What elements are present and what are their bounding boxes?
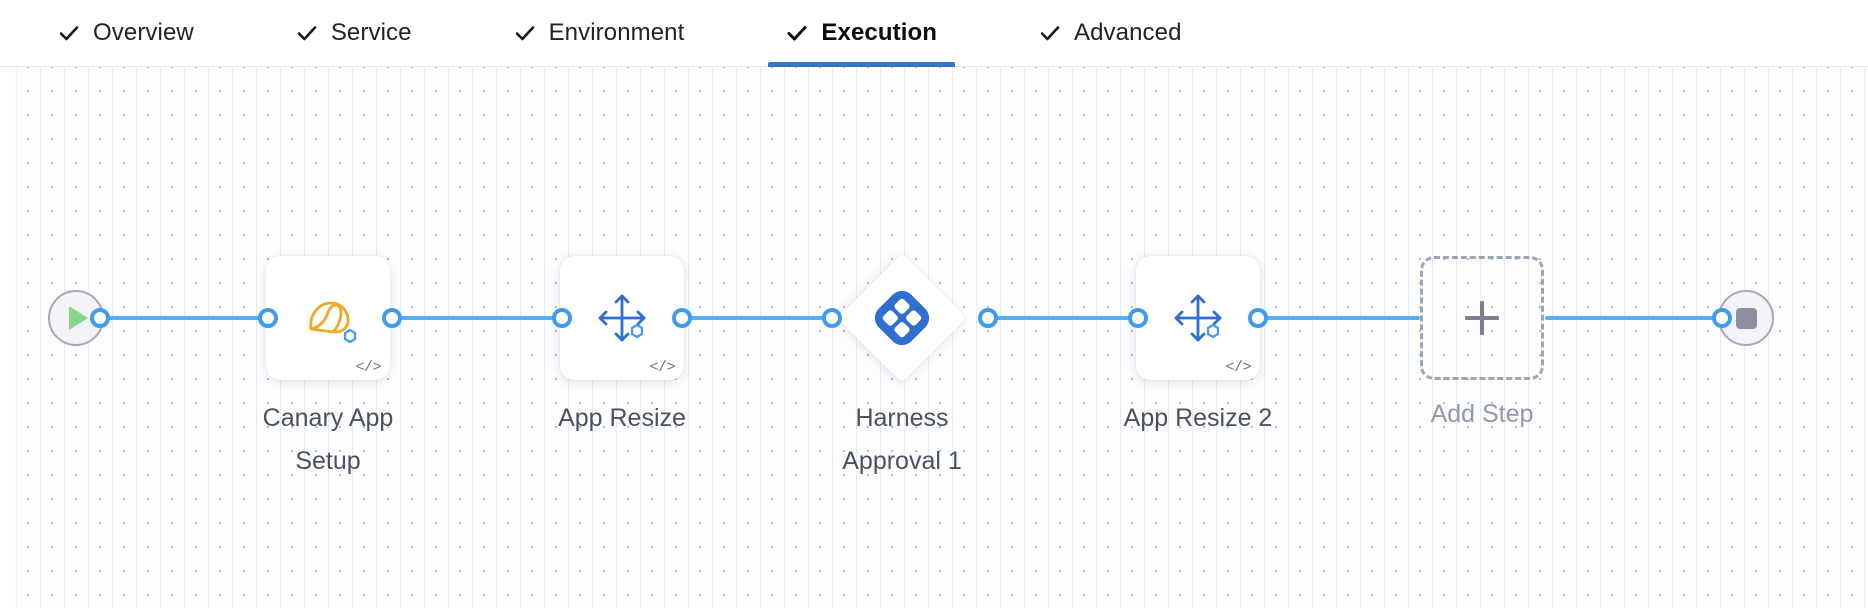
step-card[interactable]: </> (1136, 256, 1260, 380)
add-step-label: Add Step (1430, 400, 1534, 428)
code-badge: </> (1225, 359, 1251, 376)
resize-arrows-icon (592, 288, 652, 348)
add-step-node[interactable] (1420, 256, 1544, 380)
connector-dot[interactable] (1712, 308, 1732, 328)
tab-label: Advanced (1074, 19, 1182, 46)
connector-dot[interactable] (258, 308, 278, 328)
code-badge: </> (355, 359, 381, 376)
connector-dot[interactable] (978, 308, 998, 328)
connector-dot[interactable] (552, 308, 572, 328)
tab-overview[interactable]: Overview (40, 0, 212, 66)
wire-approval-to-resize2 (985, 316, 1137, 320)
code-badge: </> (649, 359, 675, 376)
connector-dot[interactable] (1128, 308, 1148, 328)
pipeline-stage-tabs: Overview Service Environment (0, 0, 1868, 67)
wire-addstep-to-end (1545, 316, 1720, 320)
connector-dot[interactable] (822, 308, 842, 328)
step-label-app-resize: App Resize (558, 404, 686, 432)
step-card[interactable]: </> (266, 256, 390, 380)
connector-dot[interactable] (1248, 308, 1268, 328)
step-card[interactable]: </> (560, 256, 684, 380)
wire-canary-to-resize (390, 316, 562, 320)
connector-dot[interactable] (382, 308, 402, 328)
step-label-harness-approval-1: Harness Approval 1 (842, 404, 962, 475)
plus-icon (1465, 301, 1499, 335)
step-label-app-resize-2: App Resize 2 (1123, 404, 1273, 432)
step-node-harness-approval-1[interactable] (836, 252, 968, 384)
pipeline-canvas[interactable]: </> Canary App Setup (0, 67, 1868, 608)
connector-dot[interactable] (672, 308, 692, 328)
tab-service[interactable]: Service (278, 0, 430, 66)
check-icon (514, 22, 536, 44)
wire-start-to-canary (98, 316, 268, 320)
tab-label: Environment (548, 19, 685, 46)
tab-label: Overview (93, 19, 194, 46)
check-icon (58, 22, 80, 44)
stop-icon (1735, 307, 1757, 329)
step-node-canary-app-setup[interactable]: </> (266, 256, 390, 380)
tab-advanced[interactable]: Advanced (1021, 0, 1200, 66)
approval-diamond[interactable] (836, 252, 968, 384)
harness-approval-icon (874, 290, 930, 346)
wire-resize2-to-addstep (1255, 316, 1420, 320)
canary-bird-icon (297, 287, 359, 349)
add-step-button[interactable] (1420, 256, 1544, 380)
tab-label: Service (330, 19, 412, 46)
check-icon (1039, 22, 1061, 44)
check-icon (786, 22, 808, 44)
step-node-app-resize[interactable]: </> (560, 256, 684, 380)
connector-dot[interactable] (90, 308, 110, 328)
tab-environment[interactable]: Environment (496, 0, 703, 66)
wire-resize-to-approval (680, 316, 840, 320)
connector-wires (0, 67, 1868, 608)
step-label-canary-app-setup: Canary App Setup (262, 404, 394, 475)
resize-arrows-icon (1168, 288, 1228, 348)
play-icon (69, 306, 88, 330)
check-icon (296, 22, 318, 44)
step-node-app-resize-2[interactable]: </> (1136, 256, 1260, 380)
tab-label: Execution (821, 19, 937, 46)
tab-execution[interactable]: Execution (768, 0, 955, 67)
